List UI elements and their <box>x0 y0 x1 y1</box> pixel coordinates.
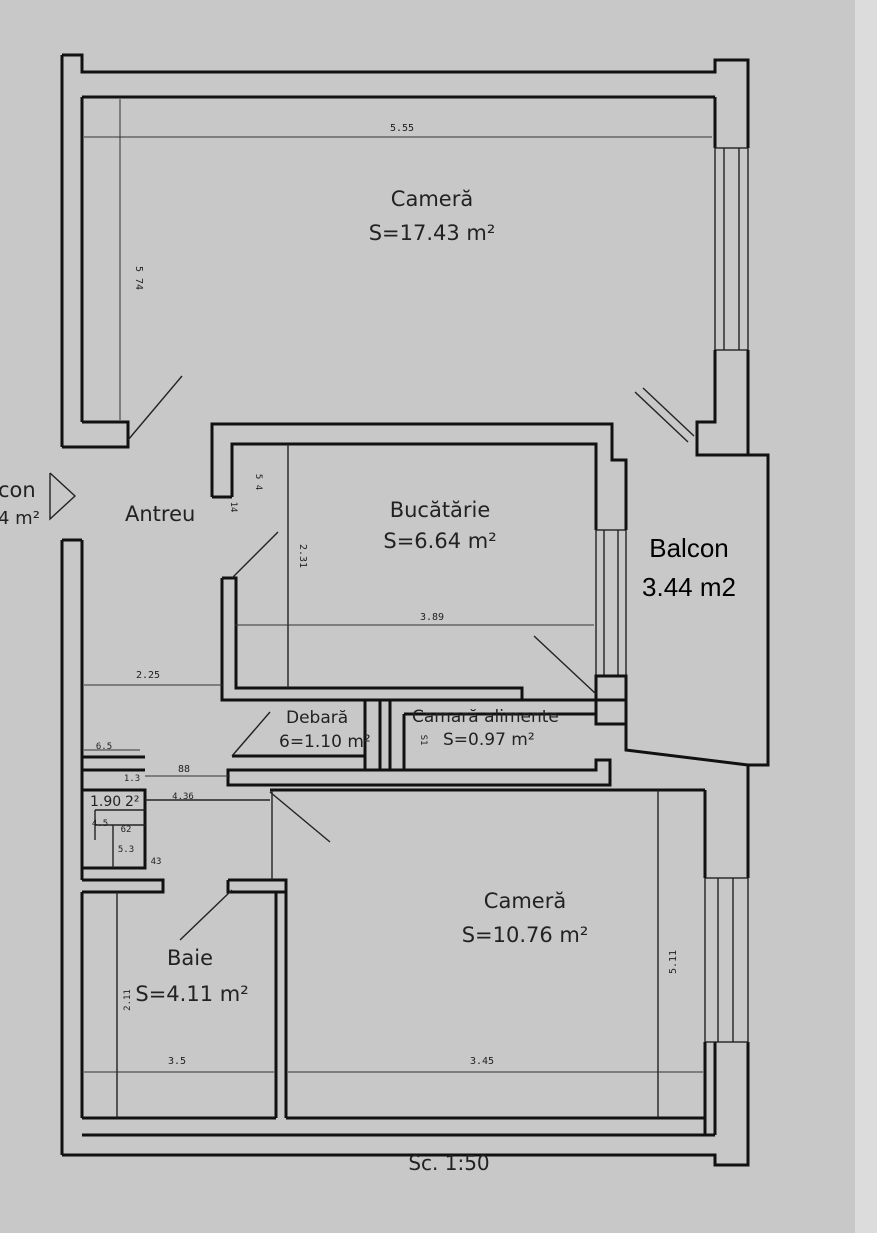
storage-walls <box>226 698 628 787</box>
dim-hall-width: 2.25 <box>136 670 160 681</box>
dim-13: 1.3 <box>124 774 140 784</box>
dim-54: 5 4 <box>253 474 263 490</box>
dim-bath-width: 3.5 <box>168 1056 186 1067</box>
dim-45: 4.5 <box>92 819 108 829</box>
room-name-baie: Baie <box>167 946 213 970</box>
balcon-left-label: con <box>0 478 36 502</box>
dim-bottom-width: 3.45 <box>470 1056 494 1067</box>
room-area-debara: 6=1.10 m² <box>279 732 371 752</box>
bath-walls <box>80 755 288 1120</box>
dim-43: 43 <box>151 857 162 867</box>
dim-top-height: 5 74 <box>133 266 144 290</box>
dim-6-5: 6.5 <box>96 742 112 752</box>
room-name-camera-bottom: Cameră <box>484 889 566 913</box>
dim-s1: S1 <box>418 735 428 746</box>
balcon-left-area: 4 m² <box>0 508 40 529</box>
kitchen-walls <box>210 422 628 702</box>
dim-62: 62 <box>121 825 132 835</box>
dim-top-width: 5.55 <box>390 123 414 134</box>
balcon-right-area: 3.44 m2 <box>642 572 736 602</box>
dim-kitchen-height: 2.31 <box>297 544 308 568</box>
room-name-camara: Camară alimente <box>412 707 559 727</box>
dim-kitchen-width: 3.89 <box>420 612 444 623</box>
room-area-baie: S=4.11 m² <box>135 982 248 1006</box>
dim-1902: 1.90 <box>90 794 121 810</box>
room-name-bucatarie: Bucătărie <box>390 498 491 522</box>
dim-14: 14 <box>228 502 238 513</box>
dim-53: 5.3 <box>118 845 134 855</box>
dim-bath-height: 2.11 <box>123 989 133 1011</box>
room-name-debara: Debară <box>286 708 348 728</box>
dim-88: 88 <box>178 764 190 775</box>
bedroom-bottom-walls <box>269 788 705 1120</box>
room-area-bucatarie: S=6.64 m² <box>383 529 496 553</box>
room-area-camera-bottom: S=10.76 m² <box>462 923 589 947</box>
dim-2-sup: 2² <box>125 794 140 810</box>
room-name-antreu: Antreu <box>125 502 195 526</box>
entry-arrow-icon <box>49 472 77 521</box>
dim-436: 4.36 <box>172 792 194 802</box>
room-area-camara: S=0.97 m² <box>443 730 535 750</box>
balcon-right-label: Balcon <box>649 533 729 563</box>
room-area-camera-top: S=17.43 m² <box>369 221 496 245</box>
dim-bottom-height: 5.11 <box>668 950 679 974</box>
dimension-lines <box>84 99 712 1073</box>
room-name-camera-top: Cameră <box>391 187 473 211</box>
outer-walls <box>60 53 770 1167</box>
scale-label: Sc. 1:50 <box>408 1151 489 1175</box>
